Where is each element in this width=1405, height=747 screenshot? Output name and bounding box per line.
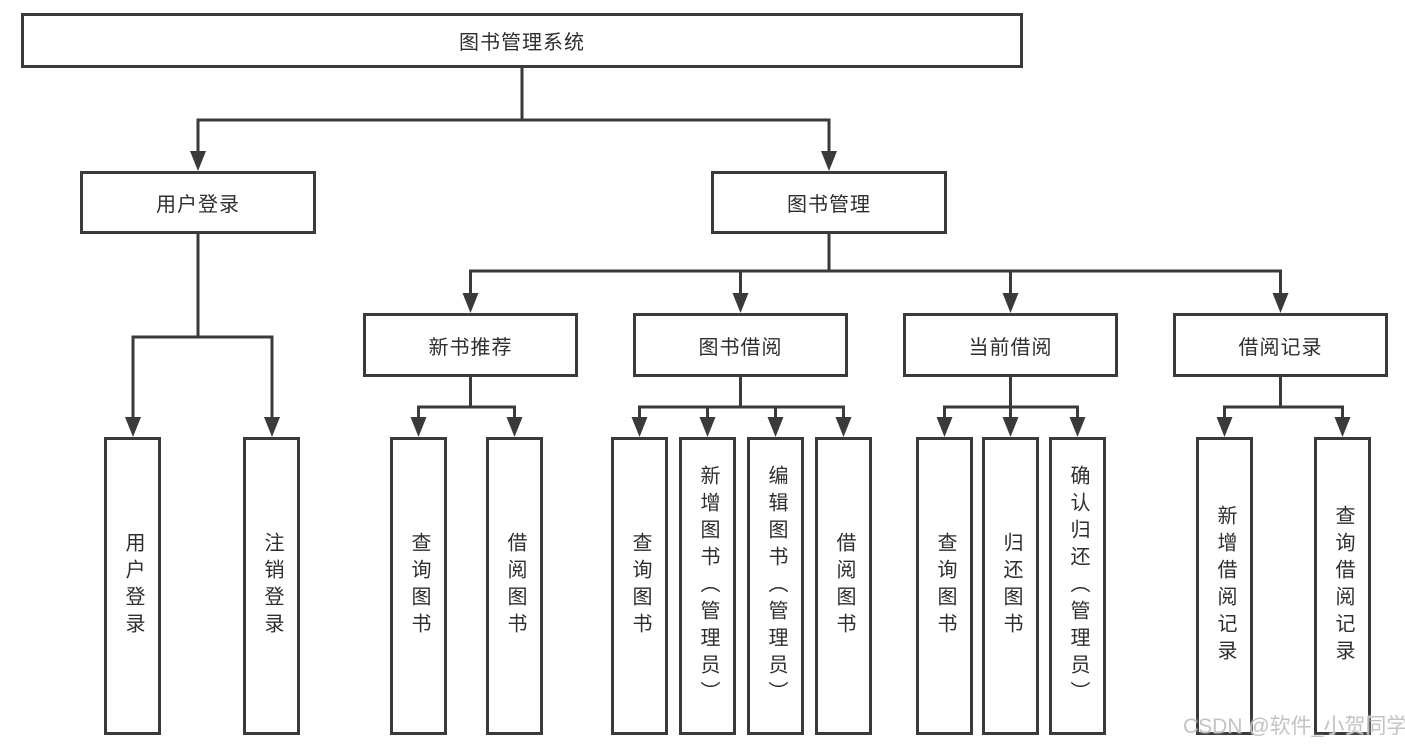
node-book-management: 图书管理 bbox=[711, 171, 947, 234]
leaf-add-borrow-record: 新增借阅记录 bbox=[1196, 437, 1253, 735]
connector-new-book-rec-to-leaves bbox=[410, 377, 523, 437]
leaf-query-book-borrow: 查询图书 bbox=[611, 437, 668, 735]
leaf-borrow-book-recommend: 借阅图书 bbox=[486, 437, 543, 735]
leaf-confirm-return-admin: 确认归还（管理员） bbox=[1049, 437, 1106, 735]
node-new-book-recommend: 新书推荐 bbox=[363, 313, 578, 377]
node-book-borrow: 图书借阅 bbox=[633, 313, 848, 377]
connector-book-borrow-to-leaves bbox=[631, 377, 852, 437]
node-current-borrow: 当前借阅 bbox=[903, 313, 1118, 377]
connector-user-login-to-leaves bbox=[125, 234, 280, 437]
leaf-query-book-current: 查询图书 bbox=[916, 437, 973, 735]
leaf-edit-book-admin: 编辑图书（管理员） bbox=[747, 437, 804, 735]
connector-current-borrow-to-leaves bbox=[936, 377, 1086, 437]
node-user-login: 用户登录 bbox=[80, 171, 316, 234]
node-root-library-system: 图书管理系统 bbox=[21, 13, 1023, 68]
leaf-user-login: 用户登录 bbox=[104, 437, 161, 735]
csdn-watermark: CSDN @软件_小贺同学 bbox=[1183, 715, 1405, 738]
connector-borrow-records-to-leaves bbox=[1216, 377, 1351, 437]
leaf-borrow-book: 借阅图书 bbox=[815, 437, 872, 735]
leaf-add-book-admin: 新增图书（管理员） bbox=[679, 437, 736, 735]
node-borrow-records: 借阅记录 bbox=[1173, 313, 1388, 377]
connector-root-to-level2 bbox=[190, 68, 837, 171]
leaf-query-borrow-record: 查询借阅记录 bbox=[1314, 437, 1371, 735]
leaf-return-book: 归还图书 bbox=[982, 437, 1039, 735]
leaf-query-book-recommend: 查询图书 bbox=[390, 437, 447, 735]
connector-book-mgmt-to-level3 bbox=[462, 234, 1289, 313]
leaf-logout: 注销登录 bbox=[243, 437, 300, 735]
